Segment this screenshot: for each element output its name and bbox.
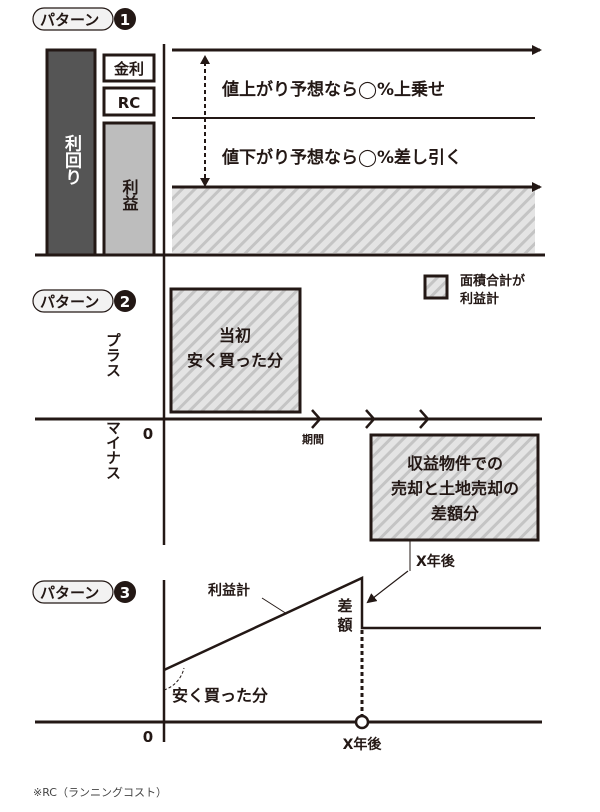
profit-total-label: 利益計 (208, 582, 250, 599)
pattern2-label: パターン (40, 293, 99, 311)
difference-char1: 差 (337, 597, 352, 615)
pattern3-zero: 0 (143, 728, 153, 746)
box2-line3: 差額分 (431, 504, 479, 523)
time-chevrons (311, 409, 430, 429)
pattern3-heading: パターン 3 (32, 580, 136, 604)
pattern1-label: パターン (40, 11, 99, 29)
x-years-point (354, 714, 370, 730)
profit-total-leader (261, 597, 288, 615)
interest-box (102, 53, 156, 83)
pattern3-label: パターン (40, 584, 99, 602)
plus-label: プラス (104, 333, 122, 378)
legend-line2: 利益計 (460, 291, 499, 307)
sale-difference-box (369, 433, 540, 542)
profit-label: 利益 (120, 178, 139, 211)
pattern2-heading: パターン 2 (32, 289, 136, 313)
difference-char2: 額 (336, 616, 352, 634)
pattern1-heading: パターン 1 (32, 7, 136, 31)
initial-discount-box (169, 287, 302, 414)
legend-line1: 面積合計が (460, 273, 525, 289)
pattern1-number: 1 (120, 11, 130, 29)
interest-label: 金利 (113, 60, 144, 78)
profit-hatched-area (172, 188, 535, 253)
bought-cheap-label: 安く買った分 (172, 686, 268, 705)
box1-line2: 安く買った分 (187, 351, 283, 370)
pattern2-x-years: X年後 (416, 553, 456, 570)
pattern3-x-years: X年後 (343, 736, 383, 753)
footnote: ※RC（ランニングコスト） (33, 785, 167, 799)
legend-swatch (423, 274, 449, 300)
profit-total-line (163, 576, 541, 672)
pattern2-zero: 0 (143, 425, 153, 443)
box1-line1: 当初 (219, 326, 251, 345)
period-label: 期間 (302, 432, 324, 446)
minus-label: マイナス (104, 420, 122, 480)
pattern2-number: 2 (120, 293, 130, 311)
box2-line1: 収益物件での (407, 454, 503, 473)
yield-bar-label: 利回り (61, 133, 82, 185)
yield-bar (45, 48, 97, 257)
pattern3-number: 3 (120, 584, 130, 602)
rc-box (102, 86, 156, 117)
fall-text: 値下がり予想なら◯%差し引く (221, 147, 462, 168)
x-years-pointer-arrow (366, 570, 409, 604)
discount-arc (163, 667, 185, 691)
rise-text: 値上がり予想なら◯%上乗せ (221, 79, 445, 100)
rc-label: RC (118, 94, 141, 112)
box2-line2: 売却と土地売却の (391, 479, 519, 498)
